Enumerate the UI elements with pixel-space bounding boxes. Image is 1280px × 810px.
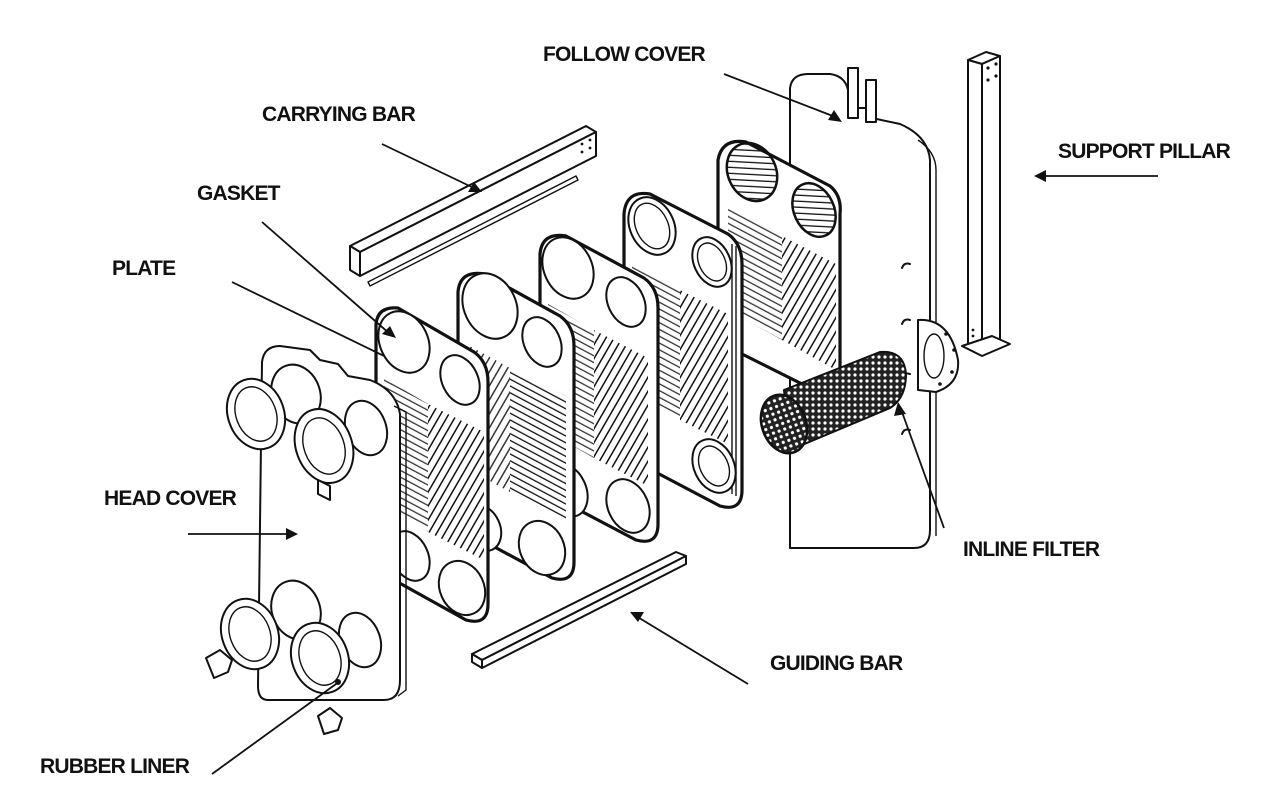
inline-filter-drawing: [759, 350, 908, 455]
guiding-bar-leader: [635, 615, 749, 685]
plate-drawing: [374, 306, 490, 623]
label-support-pillar: SUPPORT PILLAR: [1058, 140, 1231, 163]
gasket-leader: [261, 221, 391, 335]
rubber-liner-leader: [211, 683, 337, 775]
label-plate: PLATE: [112, 257, 176, 280]
label-gasket: GASKET: [197, 182, 281, 205]
follow-cover-leader: [723, 73, 839, 119]
support-pillar-drawing: [961, 51, 1011, 357]
label-inline-filter: INLINE FILTER: [963, 538, 1100, 561]
leader-lines: [188, 73, 1158, 775]
head-cover-drawing: [205, 345, 407, 735]
label-guiding-bar: GUIDING BAR: [770, 652, 903, 675]
label-head-cover: HEAD COVER: [104, 487, 237, 510]
rubber-liner-drawing: [219, 377, 355, 695]
plate-leader: [231, 281, 385, 357]
label-carrying-bar: CARRYING BAR: [262, 103, 416, 126]
label-follow-cover: FOLLOW COVER: [543, 43, 706, 66]
guiding-bar-drawing: [471, 551, 687, 669]
carrying-bar-leader: [381, 143, 479, 191]
inline-filter-leader: [901, 411, 945, 529]
label-rubber-liner: RUBBER LINER: [40, 755, 190, 778]
